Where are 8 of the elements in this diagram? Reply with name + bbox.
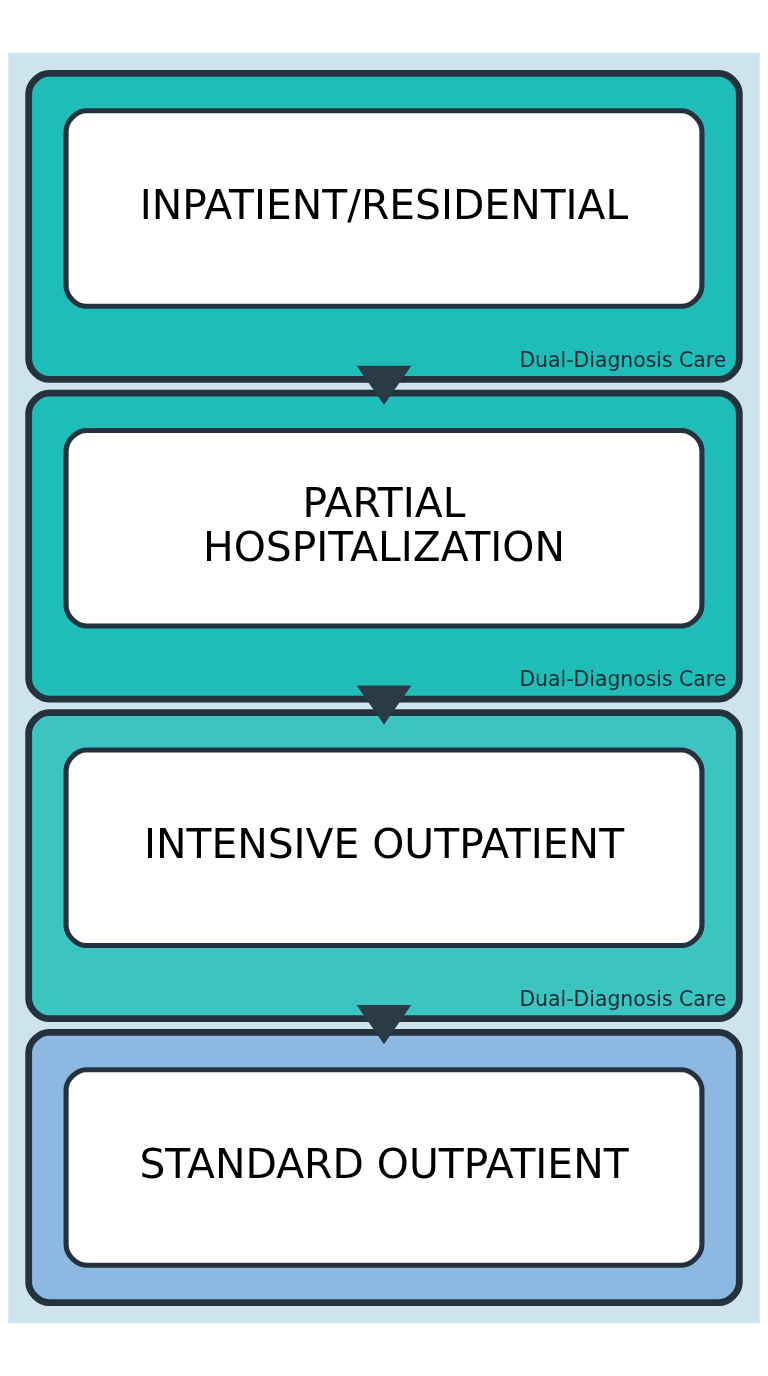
cluster: [25, 1028, 743, 1306]
node-box: INPATIENT/RESIDENTIAL: [63, 108, 705, 309]
node-box: INTENSIVE OUTPATIENT: [63, 747, 705, 949]
arrow: [356, 365, 412, 405]
arrow: [356, 1005, 412, 1045]
node-box: STANDARD OUTPATIENT: [63, 1067, 705, 1268]
arrow: [356, 685, 412, 725]
node-box: PARTIAL HOSPITALIZATION: [63, 427, 705, 629]
